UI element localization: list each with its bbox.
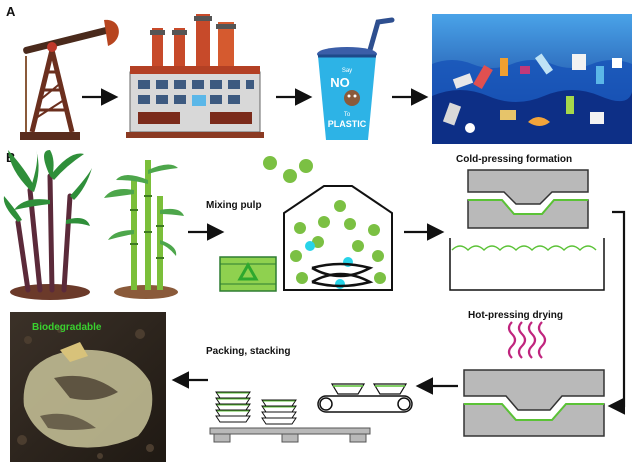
plastic-cup-icon: Say NO To PLASTIC [317,17,395,140]
biodegradable-caption: Biodegradable [32,322,102,333]
arrow-b3 [607,210,626,415]
cup-text-to: To [344,112,351,118]
factory-icon [126,14,264,138]
cup-text-plastic: PLASTIC [328,119,367,129]
cup-text-no: NO [330,75,350,90]
press-mold-icon [467,169,589,229]
cup-text-say: Say [342,68,352,74]
sugarcane-icon [3,150,92,300]
label-hot-pressing: Hot-pressing drying [468,310,563,321]
biodegradable-photo: Biodegradable [10,312,166,462]
pallet-icon [209,427,371,443]
ocean-plastic-icon [432,14,632,144]
conveyor-icon [317,383,413,413]
stacked-bowls-green-rims [217,392,295,412]
water-basin-icon [449,238,605,291]
panel-letter-a: A [6,4,16,19]
steam-icon [507,321,547,359]
bamboo-icon [104,160,184,299]
label-mixing-pulp: Mixing pulp [206,200,262,211]
stacked-bowls-icon [215,391,297,425]
label-packing-stacking: Packing, stacking [206,346,290,357]
label-cold-pressing: Cold-pressing formation [456,154,572,165]
mixing-tank-icon [263,156,393,291]
press-mold-hot-icon [463,369,605,437]
recycle-icon [219,256,277,292]
oil-pumpjack-icon [20,19,119,140]
